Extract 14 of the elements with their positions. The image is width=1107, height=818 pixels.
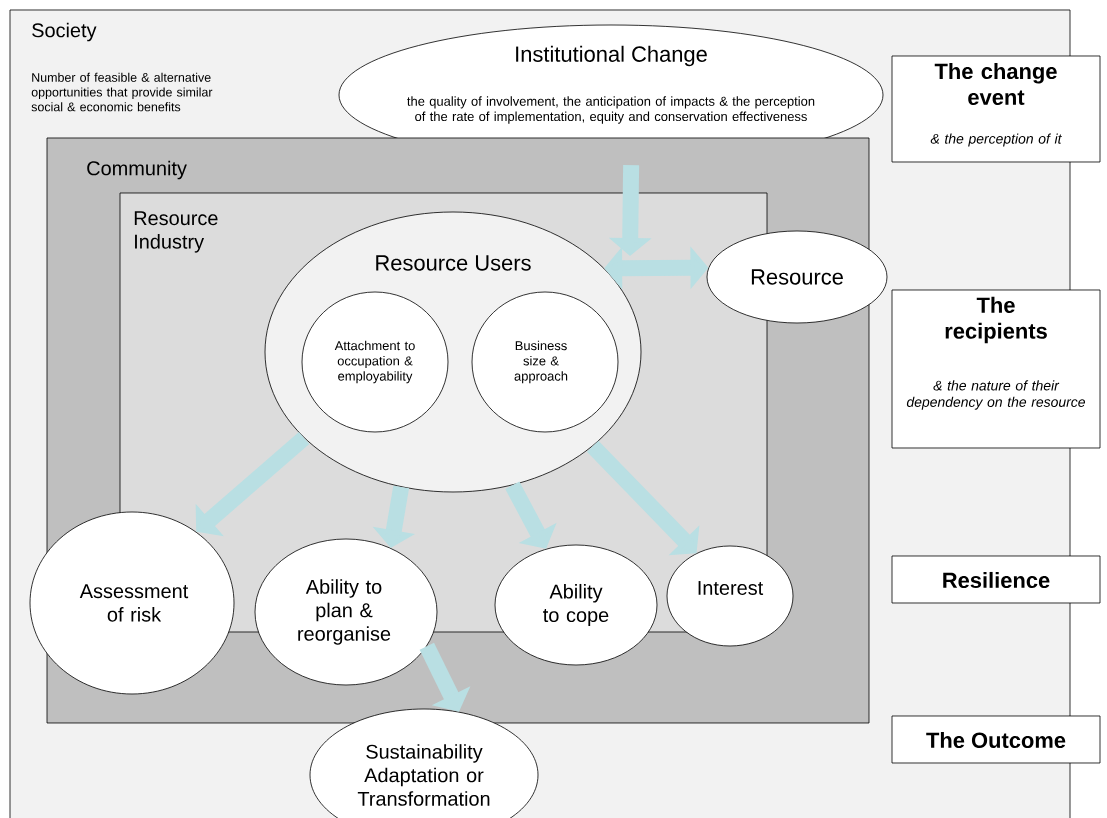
circle-node: Assessment of risk [29, 511, 235, 695]
ellipse-node: Ability to cope [494, 544, 658, 666]
stage-box: The recipients & the nature of their dependency on the resource [891, 289, 1101, 449]
stage-box: The Outcome [891, 715, 1101, 764]
stage-box: Resilience [891, 555, 1101, 604]
ellipse-node: Sustainability Adaptation or Transformation [309, 708, 539, 818]
circle-node: Attachment to occupation & employability [301, 291, 449, 433]
ellipse-node: Resource [706, 230, 888, 324]
block-arrow [505, 481, 557, 549]
block-arrow [195, 431, 310, 537]
ellipse-node: Interest [666, 545, 794, 647]
ellipse-node: Ability to plan & reorganise [254, 538, 438, 686]
circle-node: Business size & approach [471, 291, 619, 433]
stage-box: The change event & the perception of it [891, 55, 1101, 163]
